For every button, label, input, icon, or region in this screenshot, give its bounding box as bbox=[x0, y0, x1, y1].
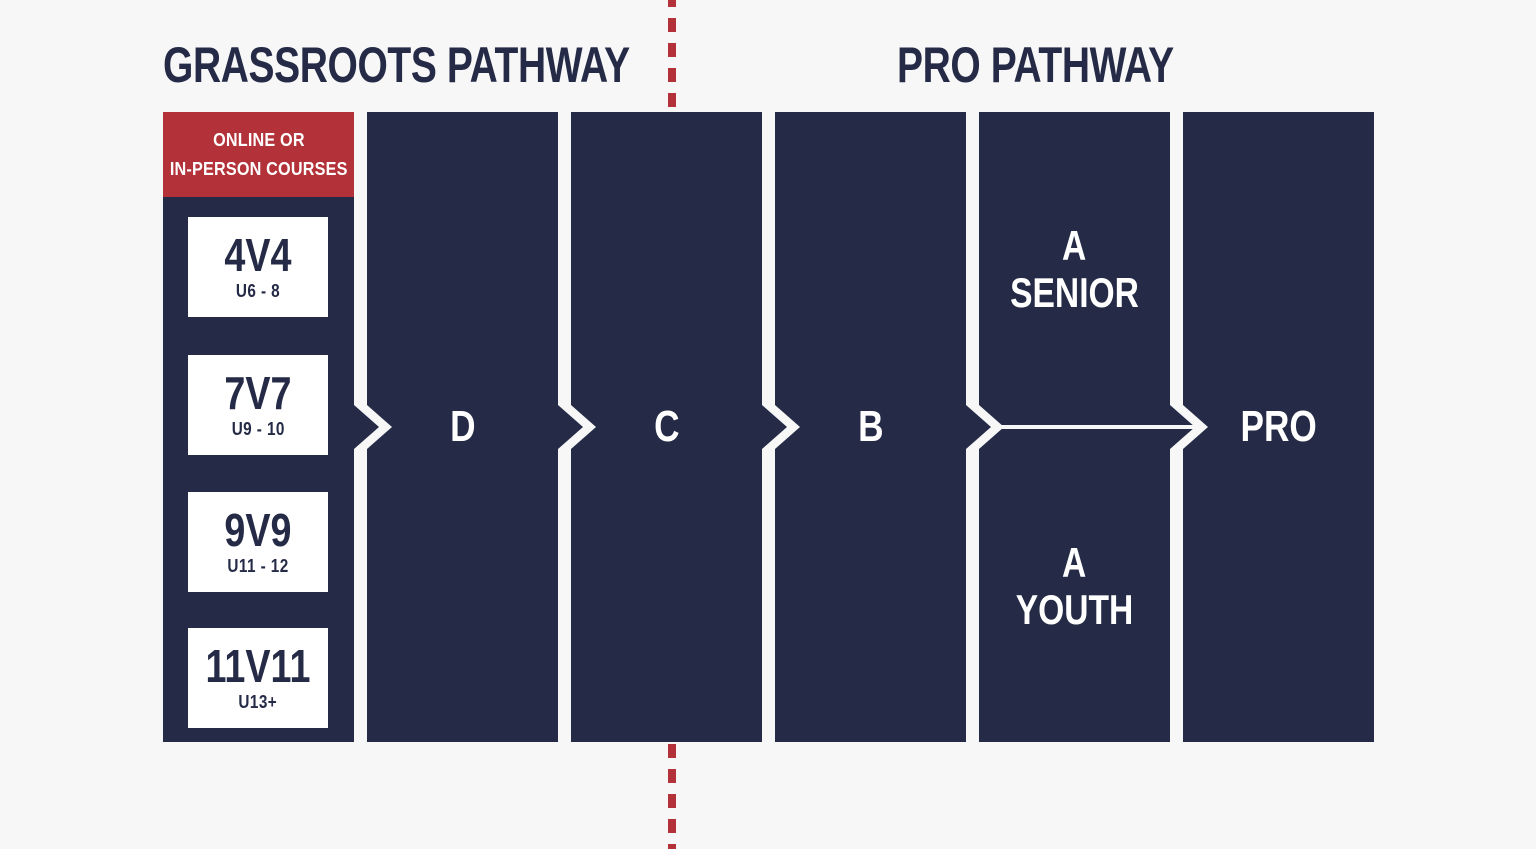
license-a-youth-block-shape bbox=[979, 429, 1193, 742]
age-card-format: 4V4 bbox=[224, 229, 292, 281]
license-a-youth-label-box: A YOUTH bbox=[979, 429, 1170, 742]
license-a-senior-line1: A bbox=[1062, 221, 1087, 269]
age-card-9v9: 9V9 U11 - 12 bbox=[188, 492, 328, 592]
age-card-ages: U6 - 8 bbox=[235, 281, 281, 301]
courses-banner-background bbox=[163, 112, 354, 197]
license-a-senior-line2: SENIOR bbox=[1010, 268, 1139, 316]
license-a-senior-label-box: A SENIOR bbox=[979, 112, 1170, 425]
license-b-column-shape bbox=[775, 112, 991, 742]
license-d-label-box: D bbox=[367, 112, 558, 742]
age-card-11v11: 11V11 U13+ bbox=[188, 628, 328, 728]
license-d-label: D bbox=[449, 402, 476, 451]
license-pro-label: PRO bbox=[1240, 402, 1317, 451]
age-card-ages: U9 - 10 bbox=[231, 419, 285, 439]
license-c-label-box: C bbox=[571, 112, 762, 742]
license-b-label-box: B bbox=[775, 112, 966, 742]
pro-pathway-title: PRO PATHWAY bbox=[897, 37, 1174, 93]
courses-banner: ONLINE OR IN-PERSON COURSES bbox=[163, 112, 354, 197]
age-card-format: 7V7 bbox=[224, 367, 292, 419]
age-card-format: 9V9 bbox=[224, 504, 292, 556]
license-a-youth-line2: YOUTH bbox=[1015, 585, 1134, 633]
age-card-ages: U11 - 12 bbox=[227, 556, 289, 576]
grassroots-pathway-title: GRASSROOTS PATHWAY bbox=[163, 37, 630, 93]
courses-banner-line2: IN-PERSON COURSES bbox=[169, 158, 348, 179]
license-c-label: C bbox=[653, 402, 680, 451]
license-pro-column-shape bbox=[1183, 112, 1374, 742]
age-card-ages: U13+ bbox=[238, 692, 278, 712]
age-card-4v4: 4V4 U6 - 8 bbox=[188, 217, 328, 317]
courses-banner-line1: ONLINE OR bbox=[212, 129, 305, 150]
license-pro-label-box: PRO bbox=[1183, 112, 1374, 742]
license-c-column-shape bbox=[571, 112, 787, 742]
license-b-label: B bbox=[857, 402, 884, 451]
license-d-column-shape bbox=[367, 112, 583, 742]
license-a-youth-line1: A bbox=[1062, 538, 1087, 586]
age-card-7v7: 7V7 U9 - 10 bbox=[188, 355, 328, 455]
age-card-format: 11V11 bbox=[205, 640, 311, 692]
license-a-senior-block-shape bbox=[979, 112, 1193, 425]
